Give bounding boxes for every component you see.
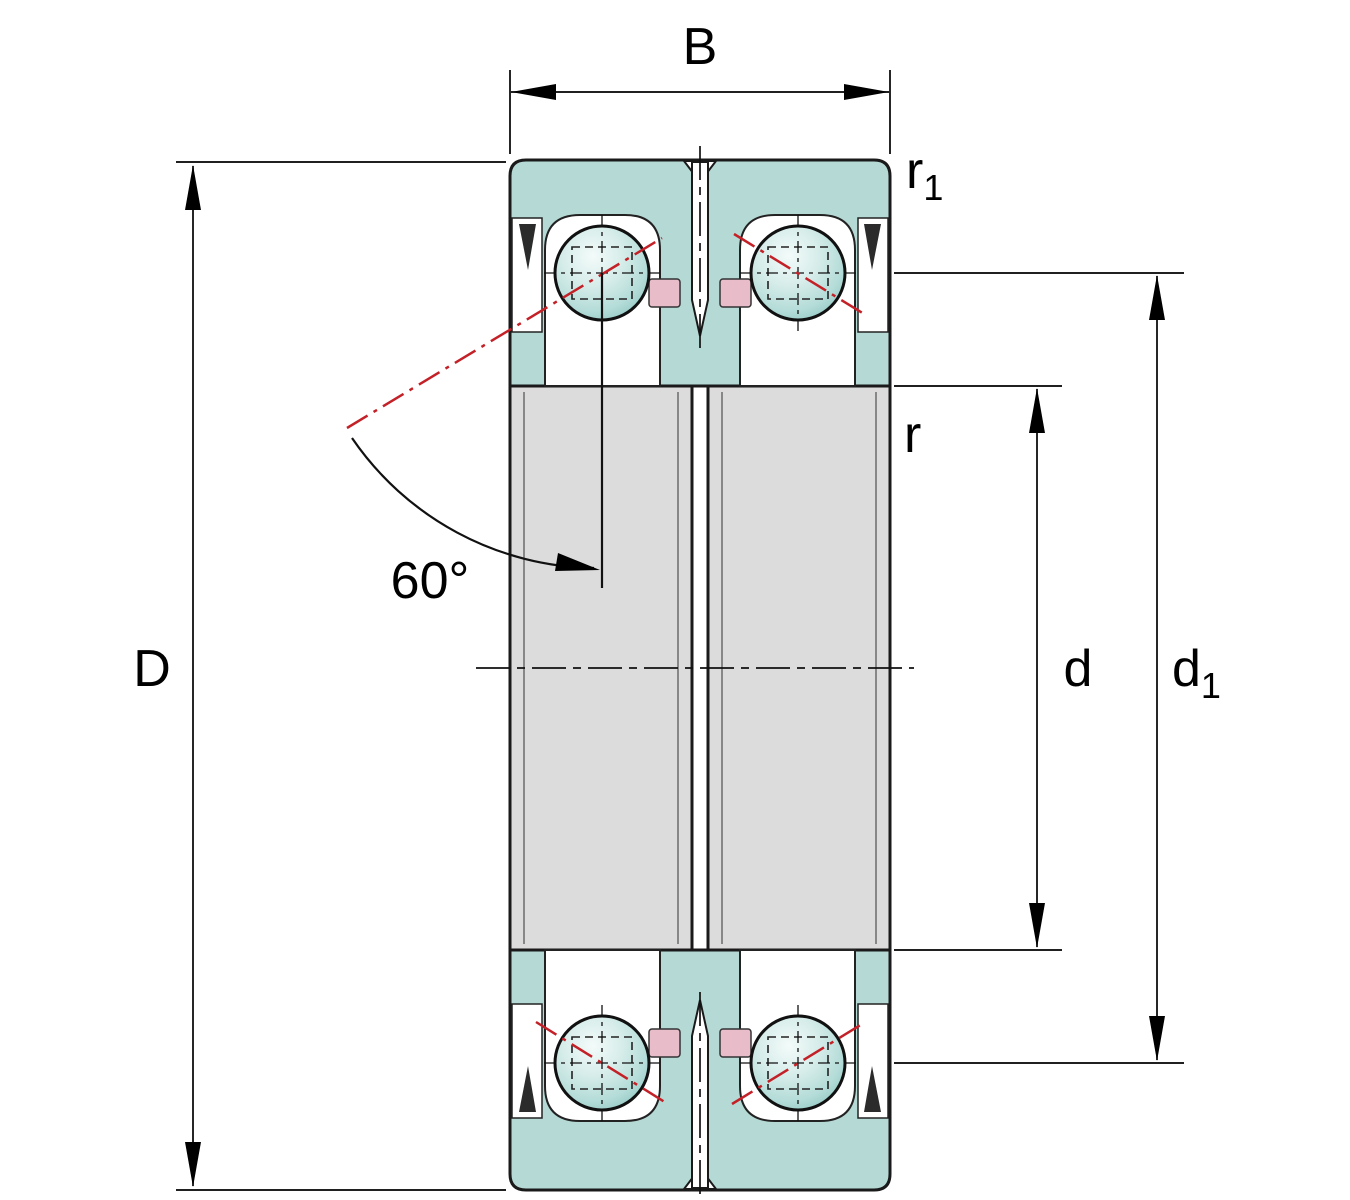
dimension-label-d1: d1 xyxy=(1172,640,1221,706)
angle-arc-arrowhead xyxy=(555,553,600,571)
dimension-label-d: d xyxy=(1064,640,1093,698)
chamfer-label-r1: r1 xyxy=(906,142,943,208)
angle-label: 60° xyxy=(391,552,470,610)
contact-line-bottom-right xyxy=(731,1022,863,1106)
seal-wedge xyxy=(864,224,881,270)
seal-wedges xyxy=(519,224,881,1112)
contact-angle-annotation: 60° xyxy=(346,232,865,1106)
arrowhead-right xyxy=(844,84,889,100)
label-subscript: 1 xyxy=(923,167,943,208)
arrowhead-up xyxy=(1149,275,1165,320)
label-main: d xyxy=(1172,640,1201,698)
ball-bottom-right xyxy=(740,1005,856,1121)
dimension-d: d xyxy=(894,385,1093,951)
seal-wedge xyxy=(519,224,536,270)
seal-wedge xyxy=(864,1066,881,1112)
dimension-label-D: D xyxy=(133,640,171,698)
dimension-d1: d1 xyxy=(894,272,1221,1064)
chamfer-label-r: r xyxy=(904,406,921,464)
cage-segment xyxy=(719,278,752,308)
contact-line-bottom-left xyxy=(535,1020,669,1106)
arrowhead-up xyxy=(1029,388,1045,433)
label-main: r xyxy=(906,142,923,200)
arrowhead-up xyxy=(185,165,201,210)
dimension-D: D xyxy=(133,161,506,1191)
bearing-assembly xyxy=(476,146,914,1198)
arrowhead-down xyxy=(185,1142,201,1187)
cage-segment xyxy=(648,1028,681,1058)
recess xyxy=(857,217,889,333)
arrowhead-left xyxy=(511,84,556,100)
arrowhead-down xyxy=(1029,903,1045,948)
centerlines xyxy=(476,146,914,1198)
contact-line-top-right xyxy=(733,232,865,316)
label-subscript: 1 xyxy=(1201,665,1221,706)
ball-bottom-left xyxy=(544,1005,660,1121)
dimension-B: B xyxy=(509,18,891,154)
arrowhead-down xyxy=(1149,1016,1165,1061)
cage-segment xyxy=(719,1028,752,1058)
seal-wedge xyxy=(519,1066,536,1112)
dimension-label-B: B xyxy=(683,18,718,76)
cage-segments xyxy=(648,278,752,1058)
cage-segment xyxy=(648,278,681,308)
contact-line-top-left xyxy=(346,236,663,430)
